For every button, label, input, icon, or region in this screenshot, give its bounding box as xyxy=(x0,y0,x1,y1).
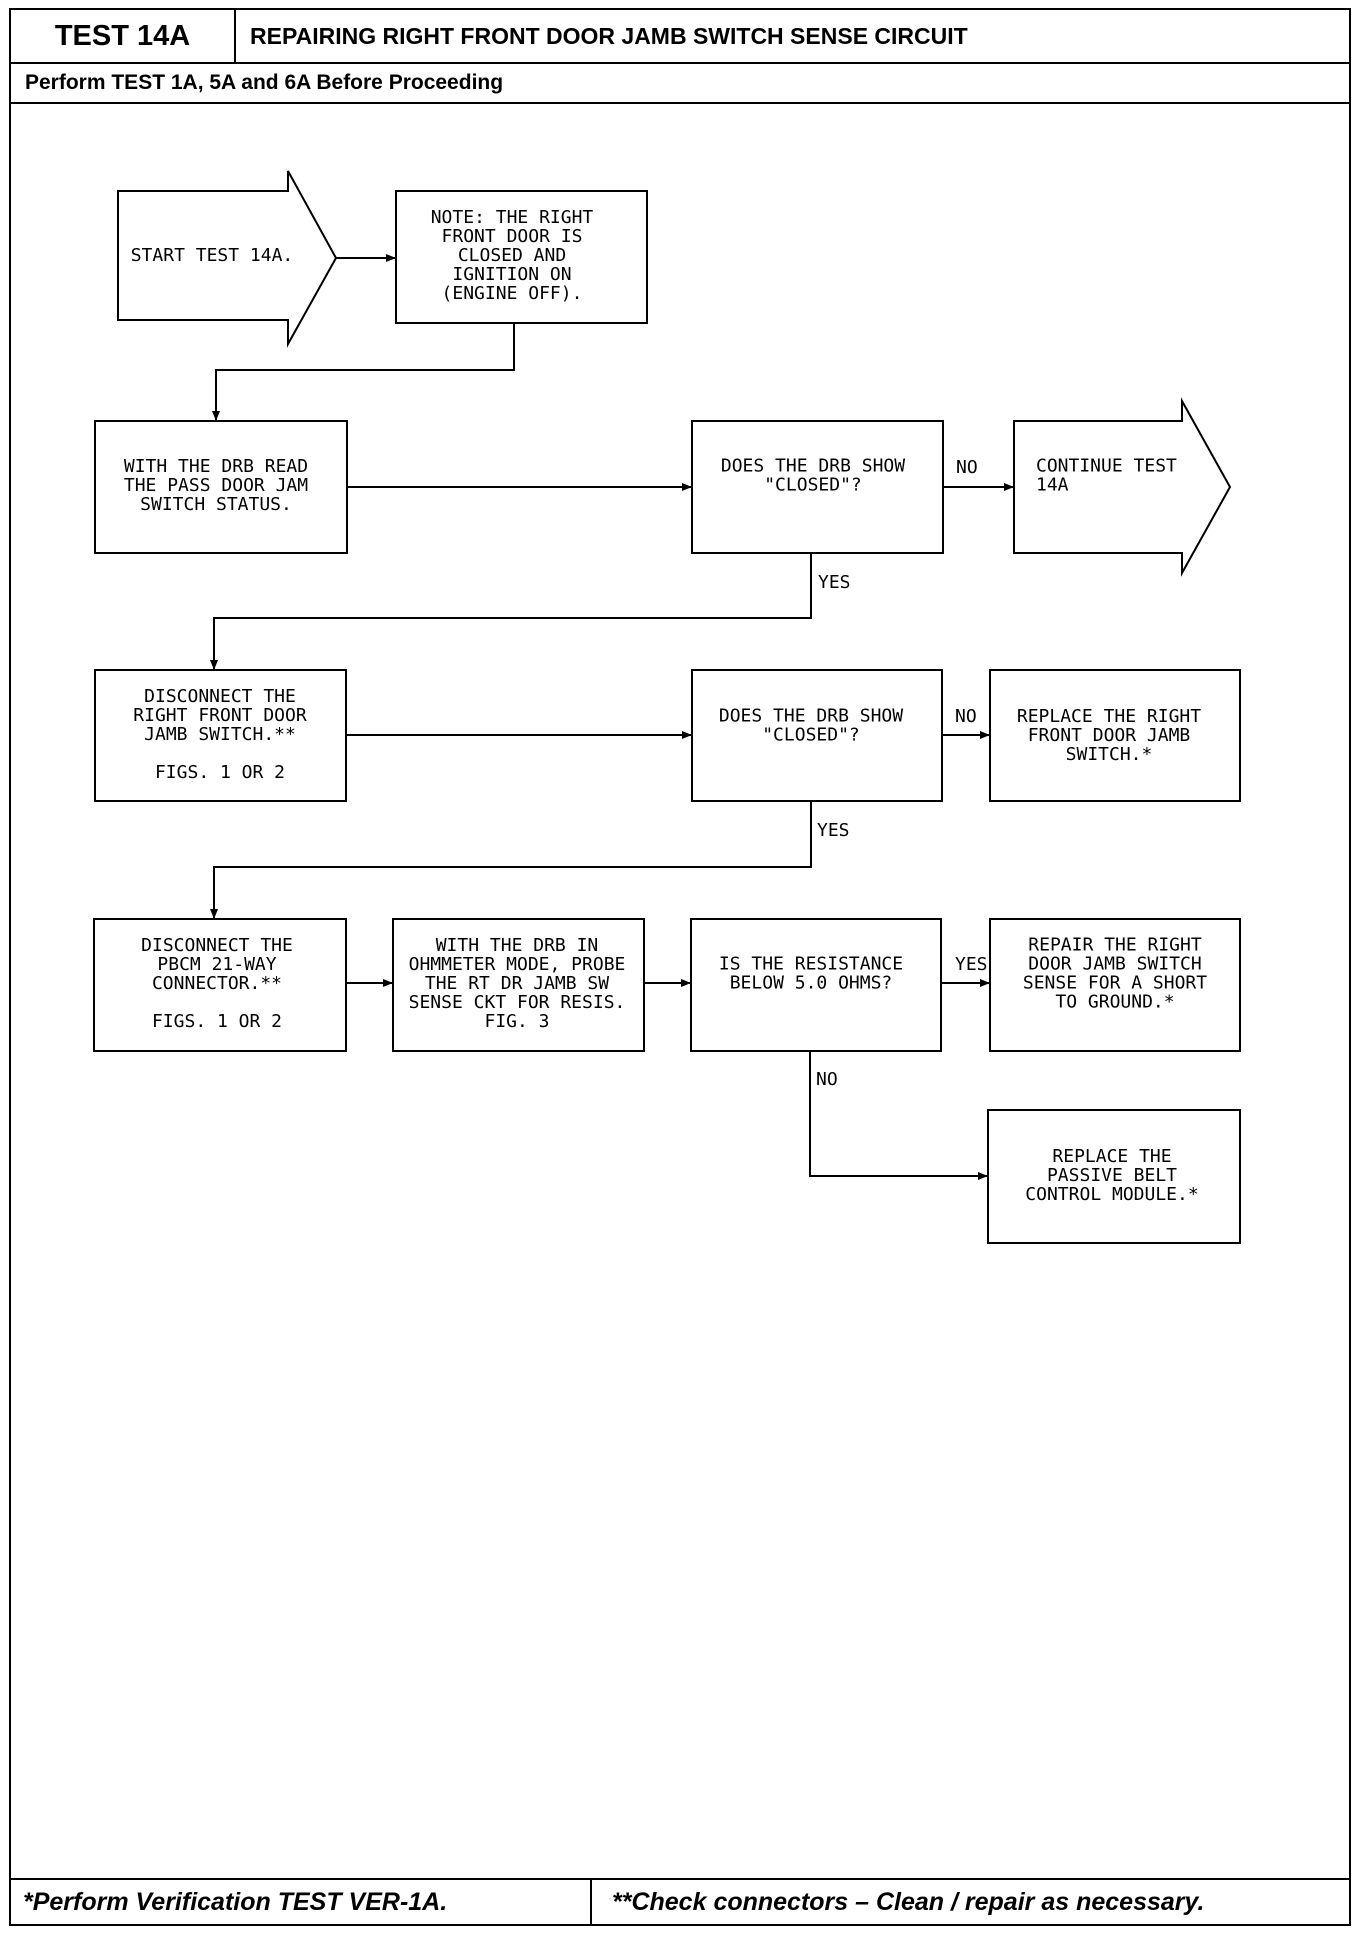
prerequisite-row: Perform TEST 1A, 5A and 6A Before Procee… xyxy=(9,62,1351,104)
start-text: START TEST 14A. xyxy=(131,245,294,266)
arrow-decision-1-yes xyxy=(210,553,812,670)
disconnect-pbcm-box xyxy=(93,918,347,1052)
footer-right-cell: **Check connectors – Clean / repair as n… xyxy=(590,1878,1351,1926)
start-terminal xyxy=(117,170,338,348)
title-cell: REPAIRING RIGHT FRONT DOOR JAMB SWITCH S… xyxy=(234,8,1351,64)
note-box xyxy=(395,190,648,324)
test-id: TEST 14A xyxy=(54,19,191,52)
footer-connector-note: **Check connectors – Clean / repair as n… xyxy=(612,1887,1205,1916)
ohmmeter-box xyxy=(392,918,645,1052)
continue-terminal xyxy=(1013,397,1232,577)
decision-3-box xyxy=(690,918,942,1052)
prerequisite-text: Perform TEST 1A, 5A and 6A Before Procee… xyxy=(25,71,504,94)
decision-2-text: DOES THE DRB SHOW"CLOSED"? xyxy=(719,706,903,746)
label-decision-3-yes: YES xyxy=(955,954,988,975)
decision-1-text: DOES THE DRB SHOW"CLOSED"? xyxy=(721,456,905,496)
label-decision-3-no: NO xyxy=(816,1069,838,1090)
arrow-note-to-read xyxy=(212,323,515,421)
footer-left-cell: *Perform Verification TEST VER-1A. xyxy=(9,1878,592,1926)
label-decision-1-yes: YES xyxy=(818,572,851,593)
label-decision-2-no: NO xyxy=(955,706,977,727)
label-decision-2-yes: YES xyxy=(817,820,850,841)
arrow-decision-3-no xyxy=(809,1051,988,1180)
repair-short-box xyxy=(989,918,1241,1052)
replace-switch-box xyxy=(989,669,1241,802)
footer-verification-note: *Perform Verification TEST VER-1A. xyxy=(23,1887,448,1916)
label-decision-1-no: NO xyxy=(956,457,978,478)
page-border xyxy=(9,8,1351,1926)
arrow-decision-2-yes xyxy=(210,801,812,919)
page-title: REPAIRING RIGHT FRONT DOOR JAMB SWITCH S… xyxy=(250,22,968,49)
replace-module-box xyxy=(987,1109,1241,1244)
